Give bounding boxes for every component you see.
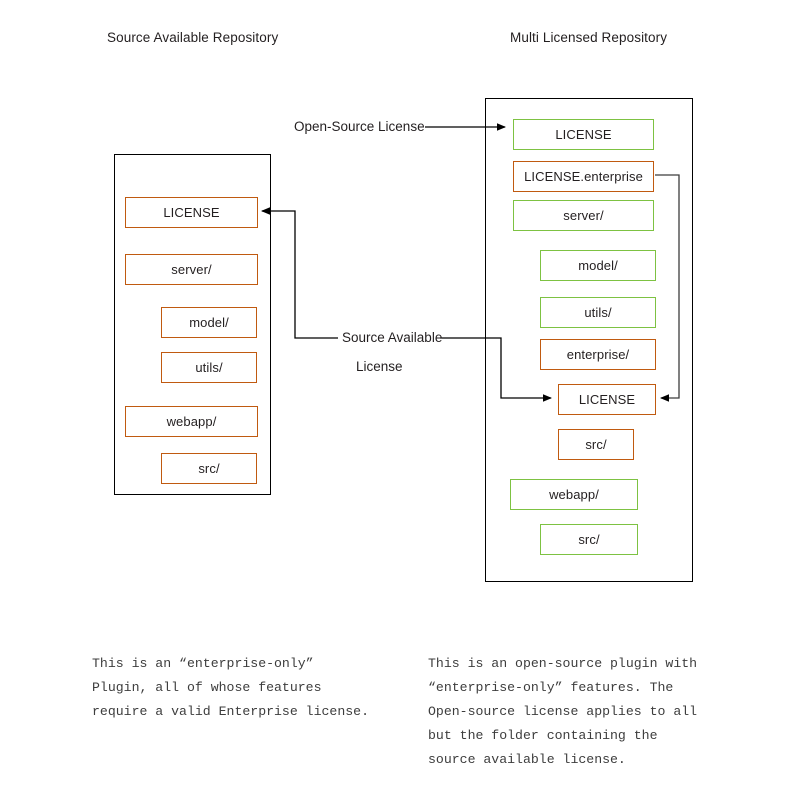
panel-title-source-available: Source Available Repository [107, 30, 279, 45]
panel-title-multi-licensed: Multi Licensed Repository [510, 30, 668, 45]
repo-node-server: server/ [513, 200, 654, 231]
edge-label-source-available-license-line1: Source Available [342, 330, 443, 345]
repository-panel-multi-licensed: LICENSE LICENSE.enterprise server/model/ut… [485, 98, 693, 582]
repo-node-utils: utils/ [161, 352, 257, 383]
repo-node-license: LICENSE [558, 384, 656, 415]
caption-multi-licensed-repository: This is an open-source plugin with “enter… [428, 652, 697, 772]
caption-line: “enterprise-only” features. The [428, 680, 674, 695]
caption-line: but the folder containing the [428, 728, 658, 743]
repo-node-model: model/ [161, 307, 257, 338]
repo-node-model: model/ [540, 250, 656, 281]
edge-label-open-source-license: Open-Source License [294, 119, 425, 134]
repo-node-license: LICENSE [125, 197, 258, 228]
caption-line: This is an open-source plugin with [428, 656, 698, 671]
caption-source-available-repository: This is an “enterprise-only” Plugin, all … [92, 652, 369, 724]
caption-line: Plugin, all of whose features [92, 680, 322, 695]
repo-node-license-enterprise: LICENSE.enterprise [513, 161, 654, 192]
caption-line: This is an “enterprise-only” [92, 656, 314, 671]
repo-node-enterprise: enterprise/ [540, 339, 656, 370]
repo-node-src: src/ [558, 429, 634, 460]
repo-node-server: server/ [125, 254, 258, 285]
repo-node-webapp: webapp/ [125, 406, 258, 437]
caption-line: Open-source license applies to all [428, 704, 698, 719]
repository-panel-source-available: LICENSE server/model/utils/webapp/src/ [114, 154, 271, 495]
caption-line: require a valid Enterprise license. [92, 704, 369, 719]
edge-label-source-available-license-line2: License [356, 359, 403, 374]
repo-node-webapp: webapp/ [510, 479, 638, 510]
caption-line: source available license. [428, 752, 626, 767]
connector-source-available-to-left-license [261, 207, 338, 339]
repo-node-utils: utils/ [540, 297, 656, 328]
repo-node-src: src/ [161, 453, 257, 484]
repo-node-license: LICENSE [513, 119, 654, 150]
repo-node-src: src/ [540, 524, 638, 555]
